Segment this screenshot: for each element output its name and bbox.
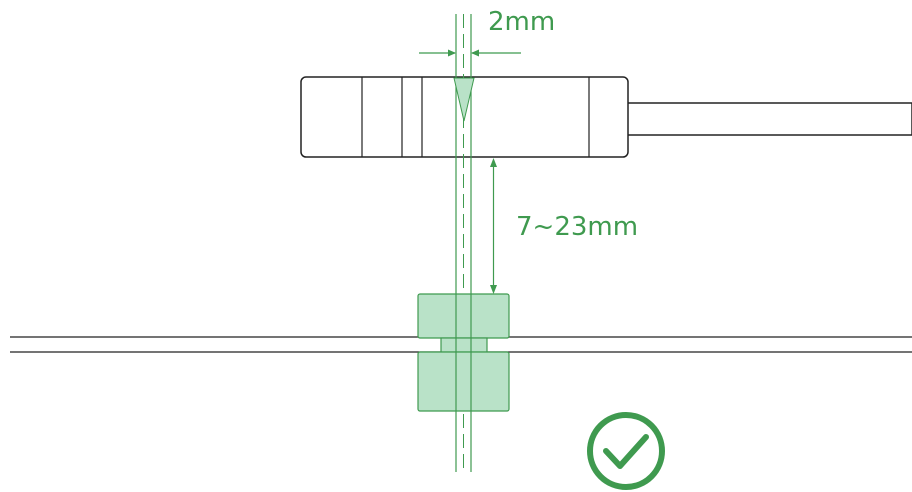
sensor-assembly xyxy=(300,76,912,158)
arrow-up-icon xyxy=(490,158,497,167)
beam-pointer xyxy=(453,77,475,122)
gap-label: 2mm xyxy=(488,7,555,37)
target-upper xyxy=(417,293,510,339)
sensor-cable xyxy=(619,102,912,136)
gap-dimension: 2mm xyxy=(419,7,555,57)
target-neck xyxy=(440,337,488,353)
arrow-left-icon xyxy=(471,49,479,57)
distance-dimension: 7~23mm xyxy=(490,158,638,294)
check-circle-icon xyxy=(587,412,665,490)
arrow-right-icon xyxy=(448,49,456,57)
distance-label: 7~23mm xyxy=(516,212,638,242)
target-block xyxy=(417,293,510,412)
target-lower xyxy=(417,351,510,412)
arrow-down-icon xyxy=(490,285,497,294)
